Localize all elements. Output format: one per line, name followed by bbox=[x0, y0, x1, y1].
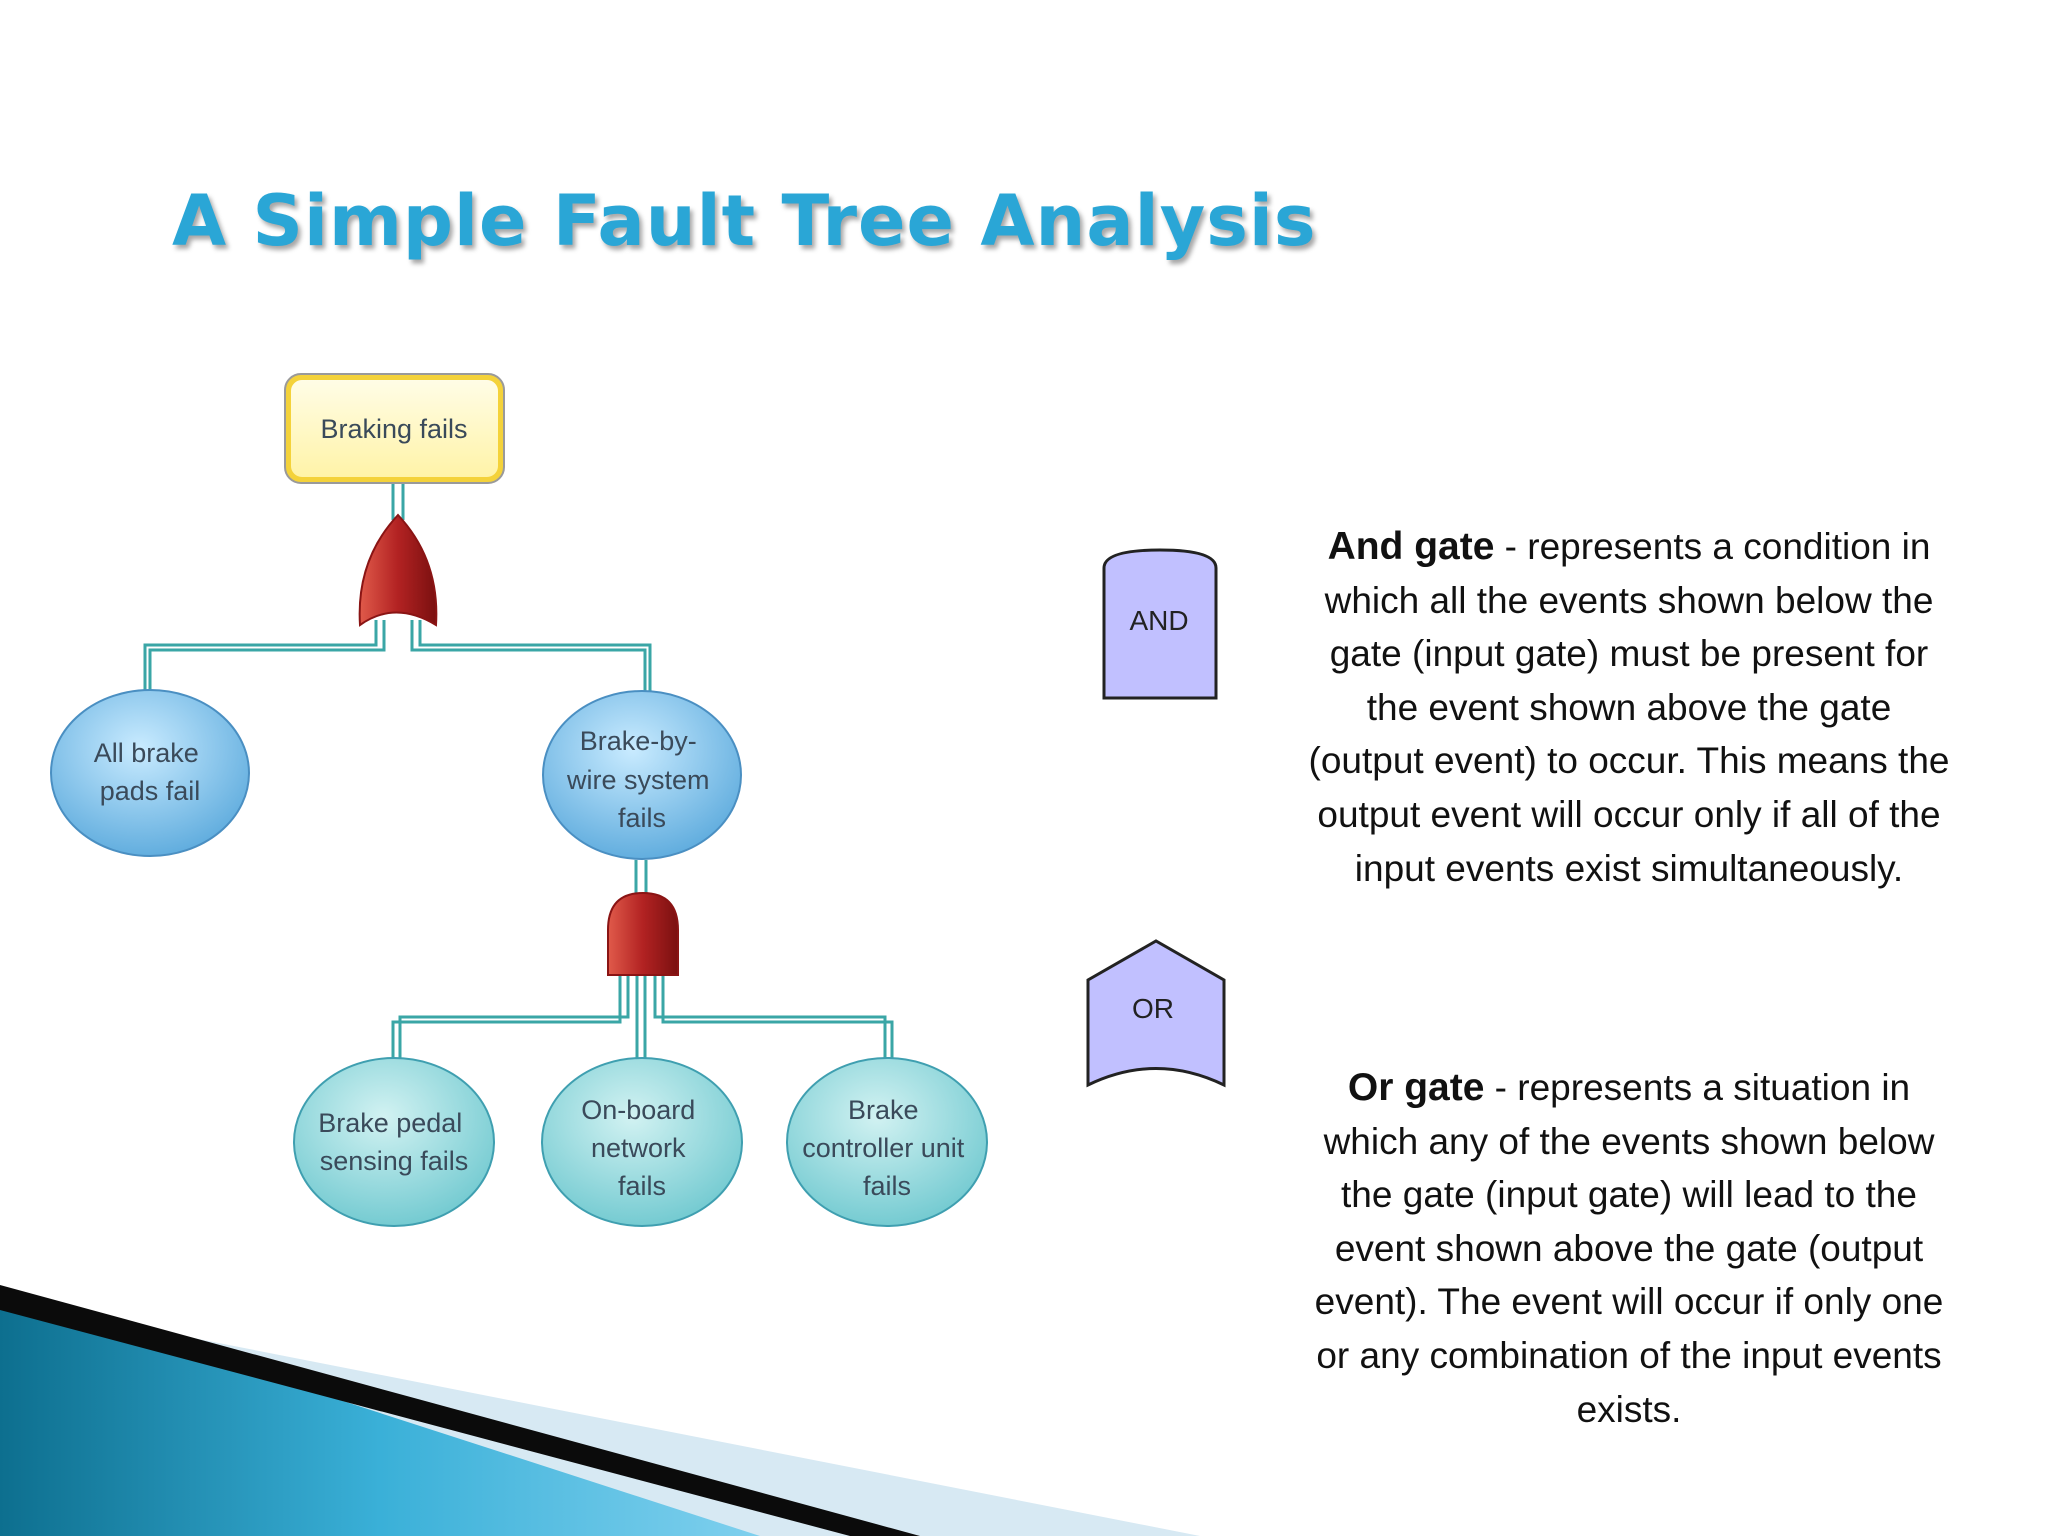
event-left-line-1: All brake bbox=[94, 738, 199, 768]
event-bottom-2-line-2: network bbox=[591, 1133, 686, 1163]
svg-text:On-board network f: On-board network fails bbox=[581, 1095, 703, 1201]
event-bottom-2-ball bbox=[541, 1057, 743, 1227]
event-bottom-3-line-1: Brake bbox=[848, 1095, 919, 1125]
event-right-line-3: fails bbox=[618, 803, 666, 833]
connector-top bbox=[391, 482, 405, 520]
legend-and-symbol: AND bbox=[1102, 548, 1218, 700]
top-event-label: Braking fails bbox=[320, 414, 467, 444]
event-right-ball bbox=[542, 690, 742, 860]
legend-and-label: AND bbox=[1129, 605, 1188, 636]
decor-black-band bbox=[0, 1285, 920, 1536]
event-bottom-1-ball bbox=[293, 1057, 495, 1227]
connector-and-right bbox=[653, 975, 894, 1060]
connector-and-up bbox=[634, 860, 648, 893]
and-gate-text: - represents a condition in which all th… bbox=[1308, 526, 1950, 889]
connector-or-left bbox=[143, 620, 386, 692]
and-gate-term: And gate bbox=[1327, 525, 1495, 568]
event-bottom-3-line-2: controller unit bbox=[802, 1133, 965, 1163]
event-bottom-3-line-3: fails bbox=[863, 1171, 911, 1201]
event-bottom-1-line-2: sensing fails bbox=[320, 1146, 469, 1176]
event-onboard-network: On-board network fails bbox=[541, 1057, 743, 1227]
or-gate-definition: Or gate - represents a situation in whic… bbox=[1304, 1061, 1954, 1436]
legend-or-label: OR bbox=[1132, 993, 1174, 1024]
svg-text:Brake pedal sensing fail: Brake pedal sensing fails bbox=[318, 1108, 470, 1176]
event-bottom-2-line-3: fails bbox=[618, 1171, 666, 1201]
event-brake-by-wire: Brake-by- wire system fails bbox=[542, 690, 742, 860]
svg-text:Brake controller unit: Brake controller unit fails bbox=[802, 1095, 972, 1201]
event-brake-pedal: Brake pedal sensing fails bbox=[293, 1057, 495, 1227]
connectors bbox=[143, 482, 894, 1060]
event-right-line-2: wire system bbox=[566, 765, 710, 795]
or-gate-symbol bbox=[358, 513, 438, 627]
event-brake-controller: Brake controller unit fails bbox=[786, 1057, 988, 1227]
event-right-line-1: Brake-by- bbox=[580, 726, 697, 756]
event-bottom-1-line-1: Brake pedal bbox=[318, 1108, 462, 1138]
connector-and-mid bbox=[635, 975, 647, 1060]
top-event-border bbox=[284, 373, 505, 484]
and-gate-symbol bbox=[607, 891, 679, 976]
event-all-brake-pads: All brake pads fail bbox=[50, 689, 250, 857]
event-left-ball bbox=[50, 689, 250, 857]
top-event-box bbox=[285, 374, 504, 483]
or-gate-text: - represents a situation in which any of… bbox=[1314, 1067, 1944, 1430]
event-left-line-2: pads fail bbox=[100, 776, 201, 806]
svg-text:Brake-by- wire system: Brake-by- wire system fails bbox=[566, 726, 717, 833]
connector-and-left bbox=[391, 975, 630, 1060]
top-event: Braking fails bbox=[284, 373, 505, 484]
legend-or-symbol: OR bbox=[1086, 939, 1226, 1088]
event-bottom-2-line-1: On-board bbox=[581, 1095, 695, 1125]
legend-or-shape bbox=[1086, 939, 1226, 1088]
svg-text:All brake pads fail: All brake pads fail bbox=[94, 738, 207, 806]
connector-or-right bbox=[410, 620, 652, 692]
and-gate-definition: And gate - represents a condition in whi… bbox=[1304, 520, 1954, 895]
event-bottom-3-ball bbox=[786, 1057, 988, 1227]
or-gate-term: Or gate bbox=[1347, 1066, 1485, 1109]
legend-and-shape bbox=[1102, 548, 1218, 700]
slide-title: A Simple Fault Tree Analysis bbox=[172, 180, 1317, 262]
